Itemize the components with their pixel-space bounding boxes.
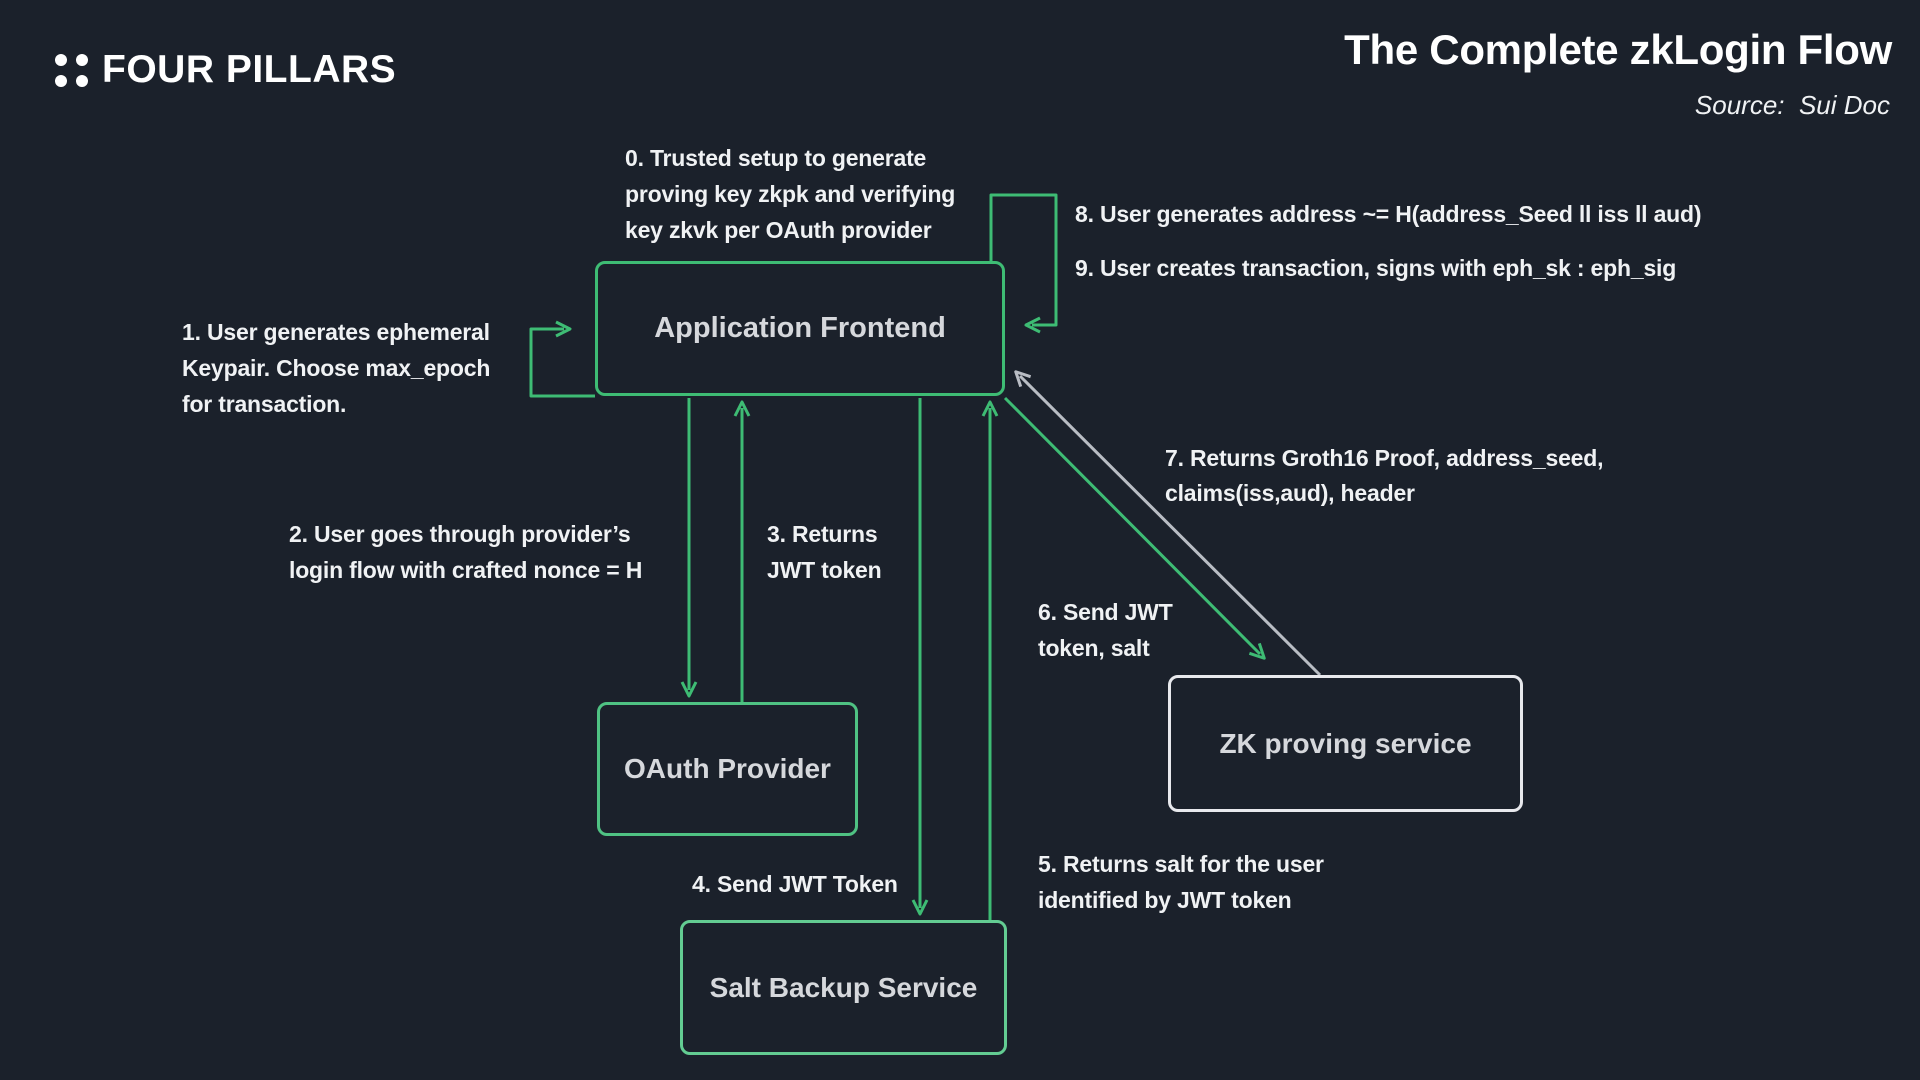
annotation-step-1: 1. User generates ephemeral Keypair. Cho… bbox=[182, 319, 491, 417]
four-pillars-logo: FOUR PILLARS bbox=[55, 48, 396, 92]
annotation-step-8: 8. User generates address ~= H(address_S… bbox=[1075, 201, 1702, 227]
salt-backup-service-label: Salt Backup Service bbox=[709, 971, 978, 1003]
page-title: The Complete zkLogin Flow bbox=[1344, 26, 1892, 73]
oauth-provider-label: OAuth Provider bbox=[624, 753, 831, 785]
zk-proving-service-label: ZK proving service bbox=[1219, 727, 1472, 759]
annotation-step-7: 7. Returns Groth16 Proof, address_seed, … bbox=[1165, 445, 1604, 506]
annotation-step-4: 4. Send JWT Token bbox=[692, 871, 898, 897]
annotation-step-5: 5. Returns salt for the user identified … bbox=[1038, 851, 1324, 913]
oauth-provider-node: OAuth Provider bbox=[597, 702, 858, 836]
annotation-step-2: 2. User goes through provider’s login fl… bbox=[289, 521, 643, 583]
annotation-step-0: 0. Trusted setup to generate proving key… bbox=[625, 145, 956, 243]
application-frontend-node: Application Frontend bbox=[595, 261, 1005, 396]
logo-dots-icon bbox=[55, 53, 88, 87]
zk-proving-service-node: ZK proving service bbox=[1168, 675, 1523, 812]
application-frontend-label: Application Frontend bbox=[654, 311, 946, 344]
annotation-step-3: 3. Returns JWT token bbox=[767, 521, 882, 583]
salt-backup-service-node: Salt Backup Service bbox=[680, 920, 1007, 1055]
logo-text: FOUR PILLARS bbox=[102, 48, 397, 91]
arrow-self-loop-keypair bbox=[529, 320, 595, 398]
annotation-step-6: 6. Send JWT token, salt bbox=[1038, 599, 1173, 661]
annotation-step-9: 9. User creates transaction, signs with … bbox=[1075, 255, 1677, 281]
source-credit: Source: Sui Doc bbox=[1694, 90, 1890, 120]
